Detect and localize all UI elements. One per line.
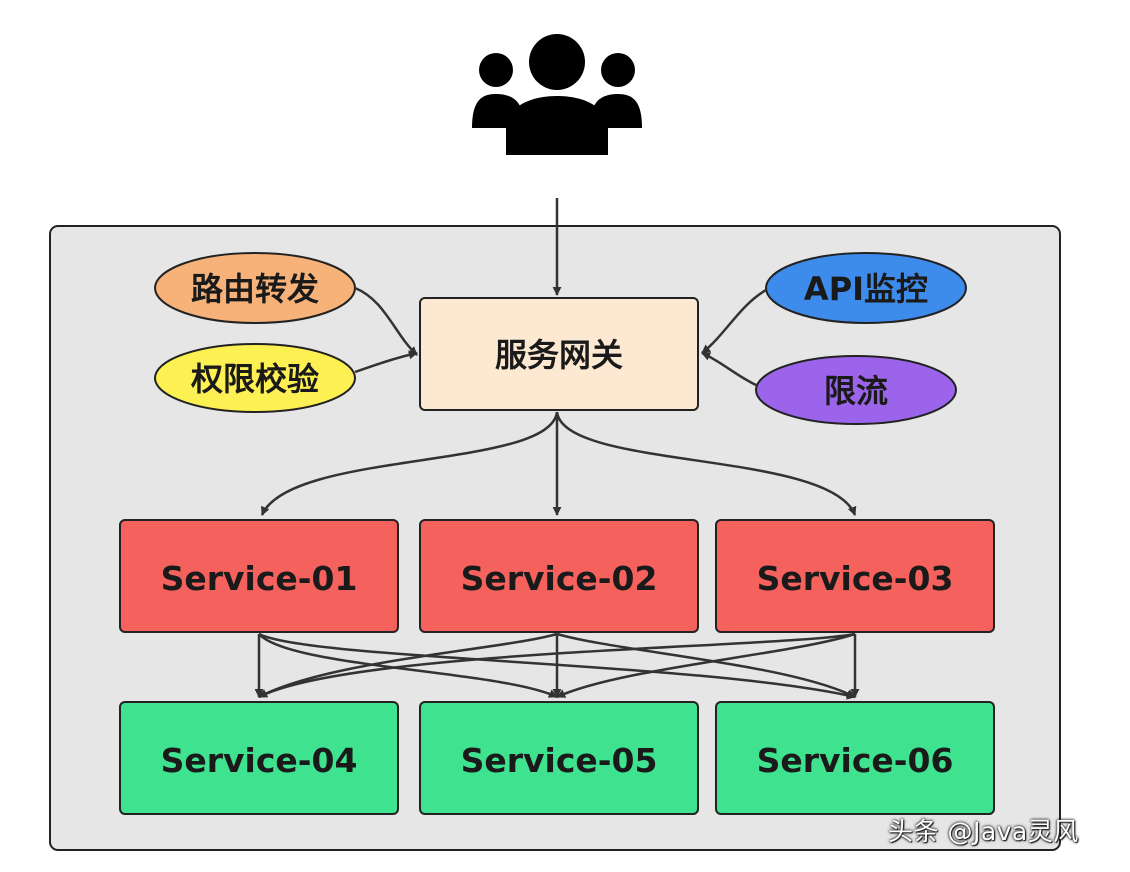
arrow-service-02-to-06 xyxy=(556,632,856,699)
arrow-service-02-to-04 xyxy=(258,632,558,699)
service-01-node: Service-01 xyxy=(119,519,399,633)
service-03-label: Service-03 xyxy=(757,559,954,598)
feature-api-monitor: API监控 xyxy=(765,252,967,324)
arrow-api-monitor-to-gateway xyxy=(701,288,767,354)
service-06-node: Service-06 xyxy=(715,701,995,815)
service-06-label: Service-06 xyxy=(757,741,954,780)
feature-auth: 权限校验 xyxy=(154,343,356,413)
arrow-rate-limit-to-gateway xyxy=(701,351,757,387)
service-04-node: Service-04 xyxy=(119,701,399,815)
api-monitor-label: API监控 xyxy=(804,270,928,308)
service-05-label: Service-05 xyxy=(461,741,658,780)
service-01-box xyxy=(119,519,399,633)
service-04-label: Service-04 xyxy=(161,741,358,780)
service-02-box xyxy=(419,519,699,633)
rate-limit-ellipse xyxy=(755,355,957,425)
service-03-node: Service-03 xyxy=(715,519,995,633)
service-02-label: Service-02 xyxy=(461,559,658,598)
auth-ellipse xyxy=(154,343,356,413)
arrow-service-03-to-04 xyxy=(258,632,856,699)
auth-label: 权限校验 xyxy=(190,360,319,398)
service-01-label: Service-01 xyxy=(161,559,358,598)
api-monitor-ellipse xyxy=(765,252,967,324)
arrow-service-01-to-06 xyxy=(258,632,856,700)
gateway-box xyxy=(419,297,699,411)
service-02-node: Service-02 xyxy=(419,519,699,633)
watermark-text: 头条 @Java灵风 xyxy=(888,817,1079,846)
feature-routing: 路由转发 xyxy=(154,252,356,324)
rate-limit-label: 限流 xyxy=(824,372,888,410)
arrow-auth-to-gateway xyxy=(354,350,418,374)
feature-rate-limit: 限流 xyxy=(755,355,957,425)
service-05-box xyxy=(419,701,699,815)
arrow-gateway-to-service-03 xyxy=(555,411,857,516)
service-03-box xyxy=(715,519,995,633)
gateway-label: 服务网关 xyxy=(495,336,623,374)
arrow-service-03-to-05 xyxy=(556,632,856,699)
routing-label: 路由转发 xyxy=(191,270,319,308)
service-04-box xyxy=(119,701,399,815)
users-group-icon xyxy=(472,34,642,155)
gateway-node: 服务网关 xyxy=(419,297,699,411)
service-06-box xyxy=(715,701,995,815)
arrow-gateway-to-service-01 xyxy=(260,411,559,516)
service-05-node: Service-05 xyxy=(419,701,699,815)
arrow-routing-to-gateway xyxy=(354,286,418,356)
